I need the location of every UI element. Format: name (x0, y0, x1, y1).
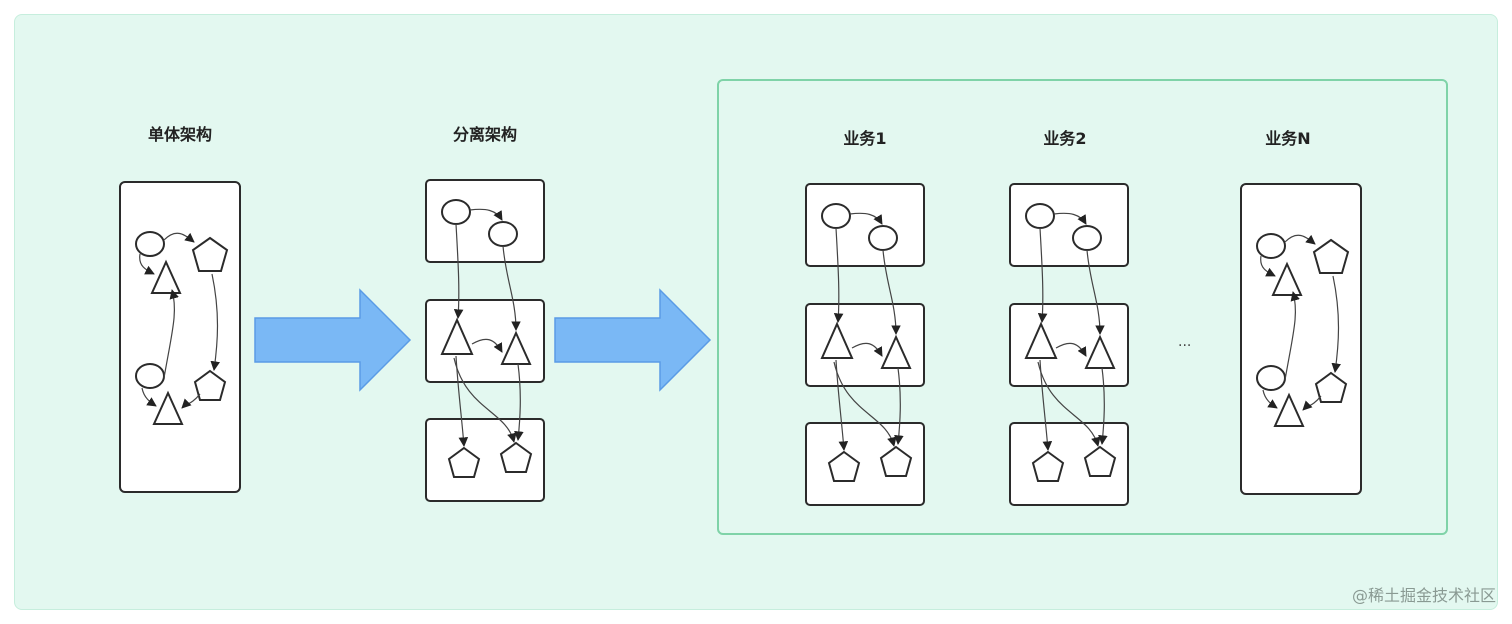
business-n-block (1241, 184, 1361, 494)
title-business-2: 业务2 (1043, 129, 1087, 148)
title-monolith: 单体架构 (147, 125, 213, 144)
flow-arrow-2 (554, 288, 712, 392)
monolith-block (120, 182, 240, 492)
more-ellipsis: ... (1178, 334, 1192, 350)
flow-arrow-1 (254, 288, 412, 392)
title-business-n: 业务N (1265, 129, 1311, 148)
title-business-1: 业务1 (843, 129, 887, 148)
separated-stack (426, 180, 544, 501)
business-1-stack (806, 184, 924, 505)
title-separated: 分离架构 (452, 125, 518, 144)
watermark: @稀土掘金技术社区 (1351, 586, 1496, 605)
business-group-frame (717, 79, 1448, 535)
business-2-stack (1010, 184, 1128, 505)
